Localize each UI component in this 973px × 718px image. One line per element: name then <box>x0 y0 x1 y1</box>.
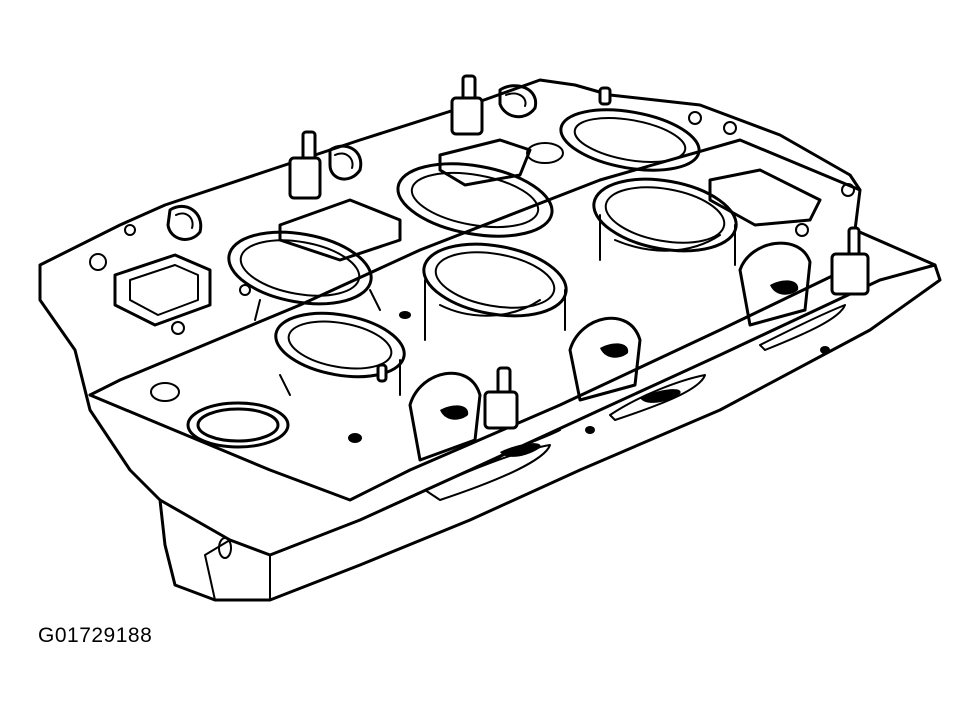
port-lugs <box>408 241 812 462</box>
throttle-flange <box>150 142 564 559</box>
flange-gaskets <box>348 304 846 501</box>
runner-walls <box>254 214 736 396</box>
figure-id-label: G01729188 <box>38 624 153 647</box>
manifold-body <box>38 78 942 602</box>
bosses <box>89 111 855 335</box>
injector-clips <box>166 84 538 241</box>
bolt-studs <box>288 74 870 430</box>
plenum-openings <box>113 138 822 327</box>
